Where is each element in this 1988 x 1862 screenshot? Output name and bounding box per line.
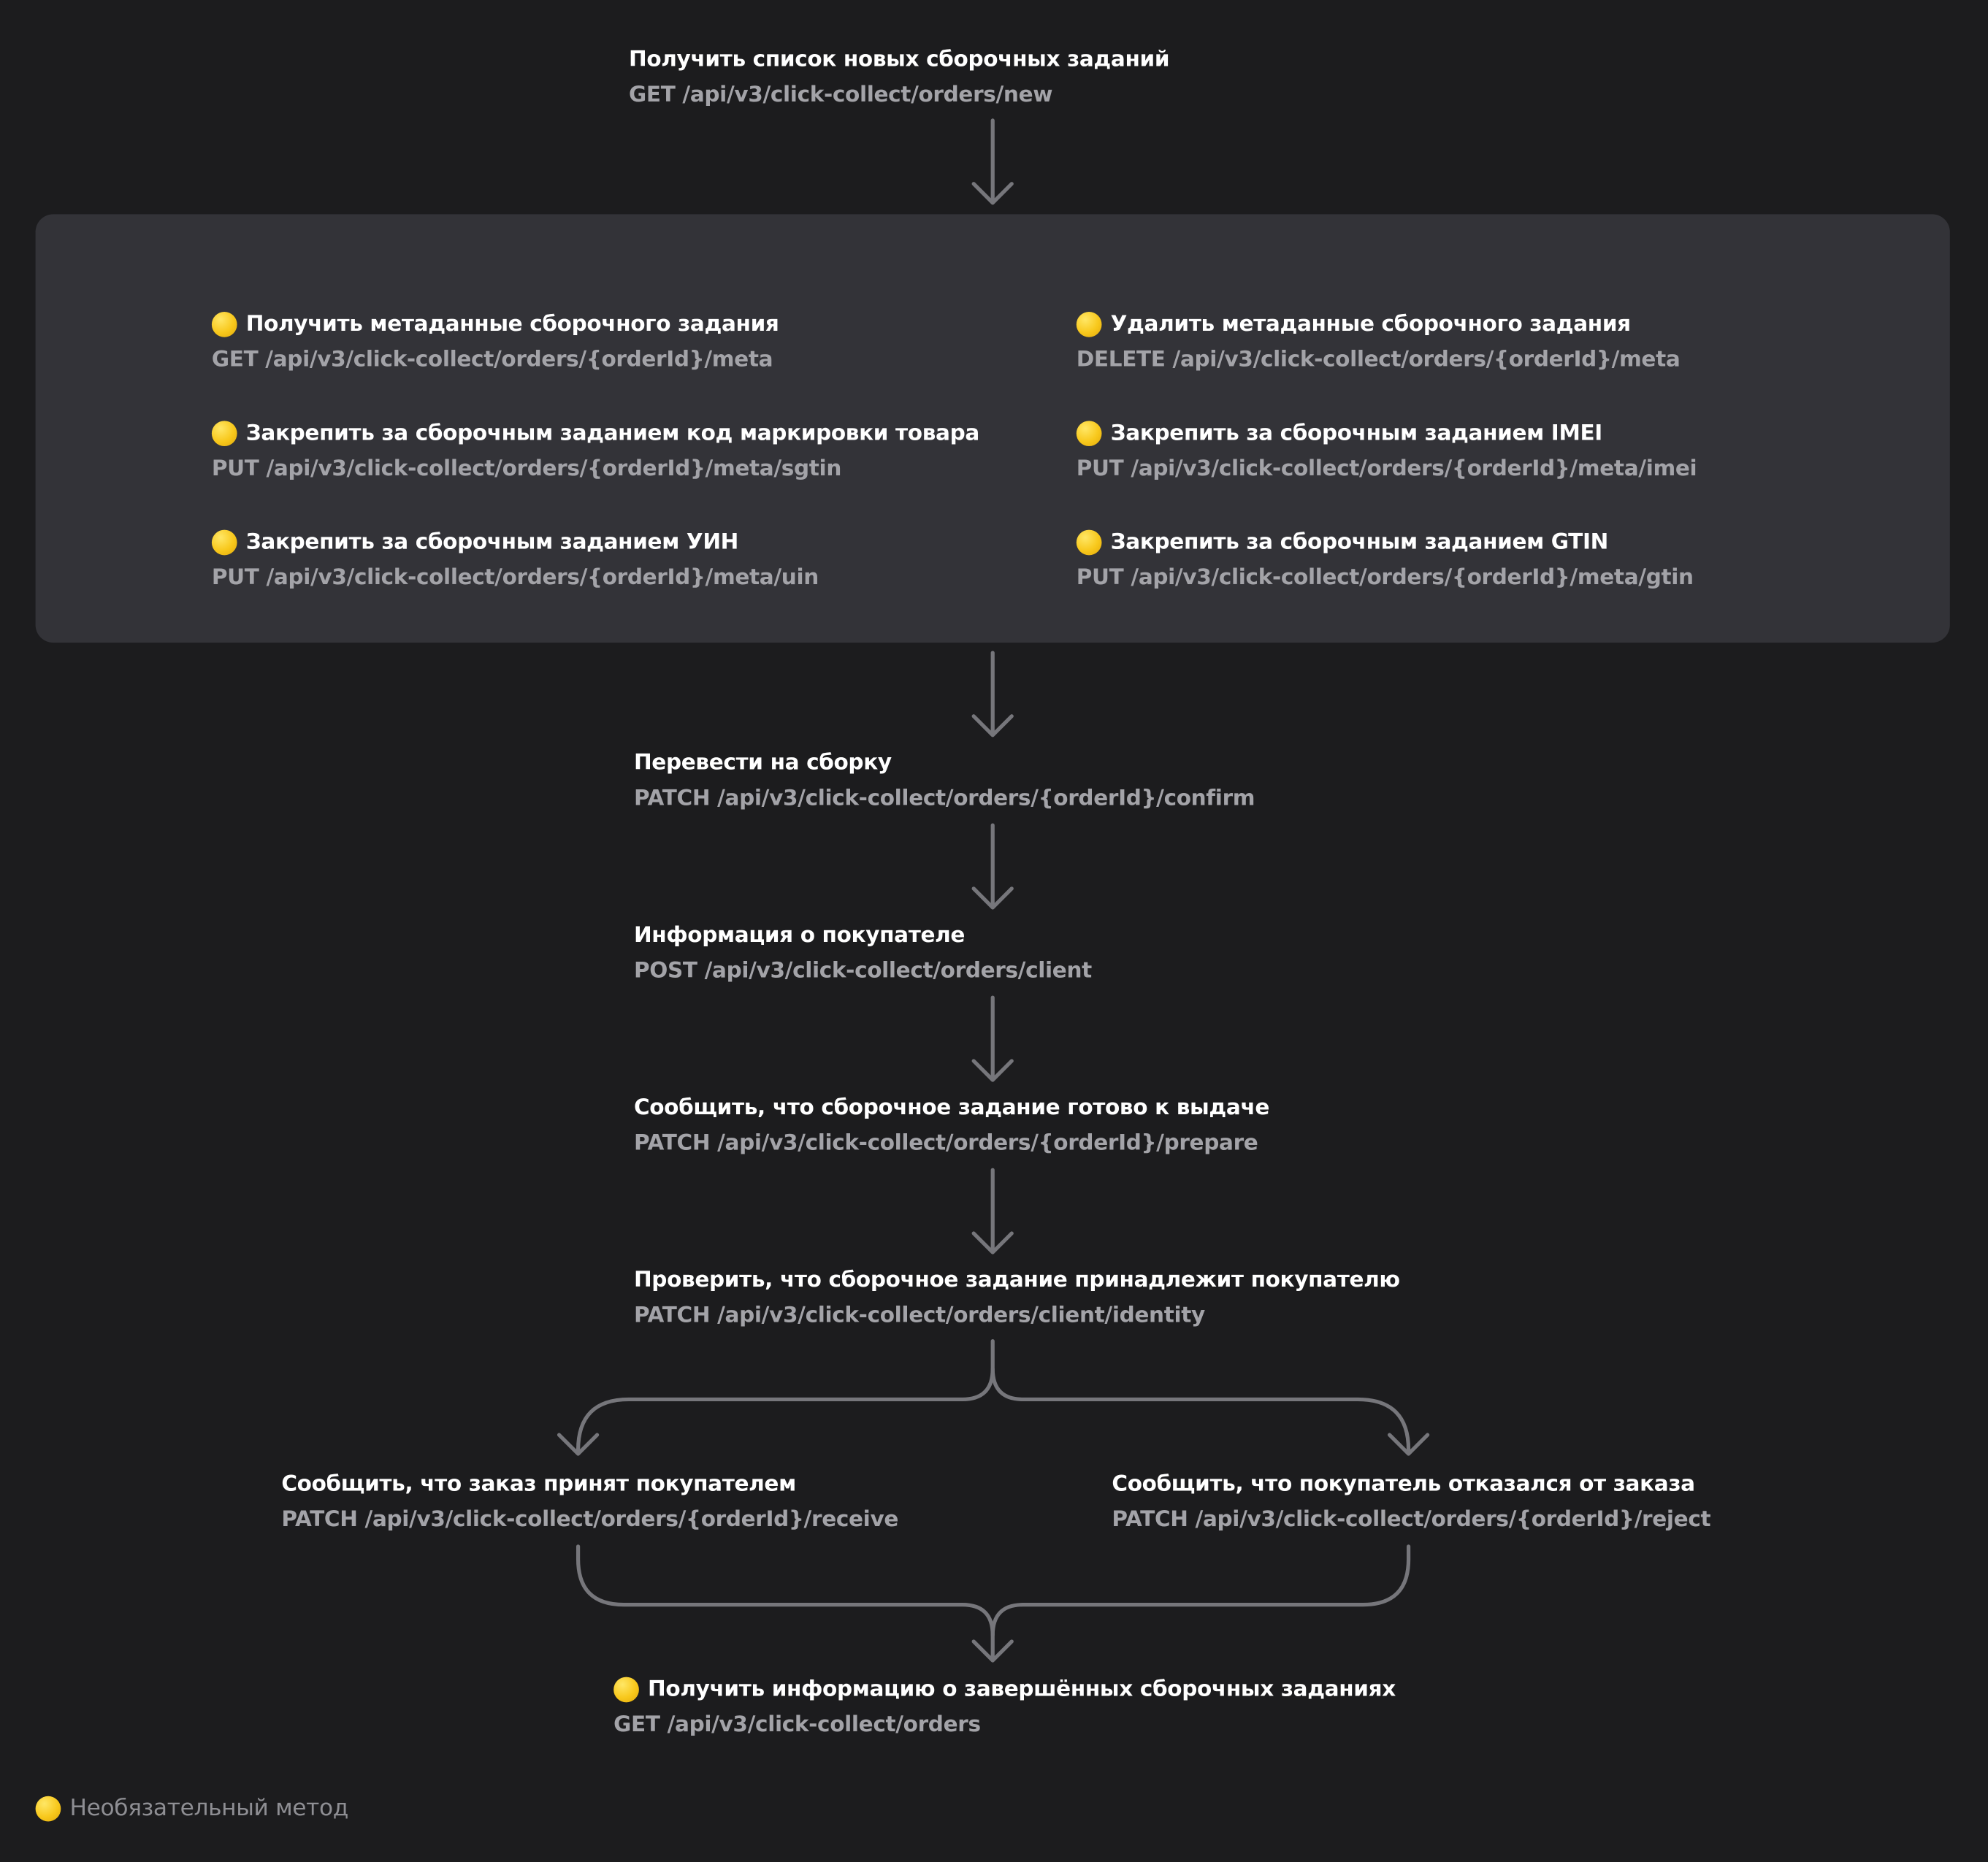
step-title: Проверить, что сборочное задание принадл… bbox=[633, 1267, 1400, 1293]
step-get-completed-orders: Получить информацию о завершённых сбороч… bbox=[613, 1676, 1396, 1739]
step-reject: Сообщить, что покупатель отказался от за… bbox=[1112, 1471, 1710, 1534]
step-endpoint: PATCH /api/v3/click-collect/orders/{orde… bbox=[1112, 1506, 1711, 1533]
step-title: Сообщить, что заказ принят покупателем bbox=[281, 1471, 796, 1498]
step-client-info: Информация о покупателе POST /api/v3/cli… bbox=[634, 922, 1092, 985]
arrow-meta-to-confirm bbox=[971, 651, 1014, 737]
step-title: Закрепить за сборочным заданием IMEI bbox=[1110, 421, 1603, 447]
optional-marker-icon bbox=[613, 1677, 639, 1703]
meta-gtin: Закрепить за сборочным заданием GTIN PUT… bbox=[1076, 529, 1694, 592]
step-endpoint: POST /api/v3/click-collect/orders/client bbox=[633, 958, 1092, 984]
step-endpoint: PUT /api/v3/click-collect/orders/{orderI… bbox=[211, 456, 842, 482]
arrow-new-to-meta bbox=[971, 118, 1014, 205]
step-title: Информация о покупателе bbox=[633, 922, 966, 949]
step-endpoint: PUT /api/v3/click-collect/orders/{orderI… bbox=[1076, 565, 1694, 591]
arrow-confirm-to-client bbox=[971, 823, 1014, 910]
step-title: Удалить метаданные сборочного задания bbox=[1110, 312, 1631, 337]
arrow-identity-to-receive bbox=[557, 1338, 995, 1456]
optional-marker-icon bbox=[1076, 421, 1102, 447]
step-confirm: Перевести на сборку PATCH /api/v3/click-… bbox=[634, 749, 1255, 813]
optional-marker-icon bbox=[211, 529, 237, 556]
step-title: Закрепить за сборочным заданием УИН bbox=[245, 529, 739, 556]
step-endpoint: GET /api/v3/click-collect/orders/{orderI… bbox=[211, 347, 773, 373]
optional-marker-icon bbox=[1076, 529, 1102, 556]
step-endpoint: DELETE /api/v3/click-collect/orders/{ord… bbox=[1076, 347, 1681, 373]
step-endpoint: PATCH /api/v3/click-collect/orders/{orde… bbox=[281, 1506, 899, 1533]
optional-marker-icon bbox=[211, 421, 237, 447]
step-endpoint: GET /api/v3/click-collect/orders/new bbox=[629, 82, 1053, 108]
step-title: Перевести на сборку bbox=[633, 750, 892, 776]
arrow-prepare-to-identity bbox=[971, 1168, 1014, 1254]
step-title: Закрепить за сборочным заданием код марк… bbox=[245, 421, 980, 447]
step-endpoint: PATCH /api/v3/click-collect/orders/{orde… bbox=[633, 1130, 1258, 1157]
meta-methods-panel: Получить метаданные сборочного задания G… bbox=[35, 214, 1950, 643]
step-endpoint: PUT /api/v3/click-collect/orders/{orderI… bbox=[211, 565, 819, 591]
step-title: Получить метаданные сборочного задания bbox=[245, 312, 779, 337]
meta-imei: Закрепить за сборочным заданием IMEI PUT… bbox=[1076, 420, 1697, 483]
step-endpoint: PATCH /api/v3/click-collect/orders/clien… bbox=[633, 1303, 1205, 1329]
meta-uin: Закрепить за сборочным заданием УИН PUT … bbox=[211, 529, 819, 592]
arrow-identity-to-reject bbox=[990, 1367, 1430, 1456]
step-title: Сообщить, что покупатель отказался от за… bbox=[1112, 1471, 1695, 1498]
meta-get: Получить метаданные сборочного задания G… bbox=[211, 310, 779, 374]
optional-marker-icon bbox=[211, 312, 237, 337]
step-title: Получить список новых сборочных заданий bbox=[629, 47, 1170, 72]
step-endpoint: GET /api/v3/click-collect/orders bbox=[613, 1712, 981, 1738]
meta-sgtin: Закрепить за сборочным заданием код марк… bbox=[211, 420, 980, 483]
arrow-receive-to-orders bbox=[576, 1544, 1014, 1663]
arrow-reject-to-orders bbox=[990, 1544, 1411, 1637]
optional-marker-icon bbox=[1076, 312, 1102, 337]
meta-delete: Удалить метаданные сборочного задания DE… bbox=[1076, 310, 1681, 374]
arrow-client-to-prepare bbox=[971, 995, 1014, 1082]
legend: Необязательный метод bbox=[35, 1795, 349, 1823]
step-title: Сообщить, что сборочное задание готово к… bbox=[633, 1095, 1270, 1121]
step-get-new-orders: Получить список новых сборочных заданий … bbox=[629, 45, 1170, 109]
step-title: Закрепить за сборочным заданием GTIN bbox=[1110, 529, 1609, 556]
step-receive: Сообщить, что заказ принят покупателем P… bbox=[281, 1471, 898, 1534]
optional-marker-icon bbox=[35, 1796, 61, 1822]
step-title: Получить информацию о завершённых сбороч… bbox=[648, 1677, 1396, 1703]
step-identity: Проверить, что сборочное задание принадл… bbox=[634, 1266, 1400, 1330]
step-endpoint: PUT /api/v3/click-collect/orders/{orderI… bbox=[1076, 456, 1697, 482]
step-endpoint: PATCH /api/v3/click-collect/orders/{orde… bbox=[633, 786, 1255, 811]
step-prepare: Сообщить, что сборочное задание готово к… bbox=[634, 1094, 1269, 1157]
legend-label: Необязательный метод bbox=[69, 1795, 349, 1822]
